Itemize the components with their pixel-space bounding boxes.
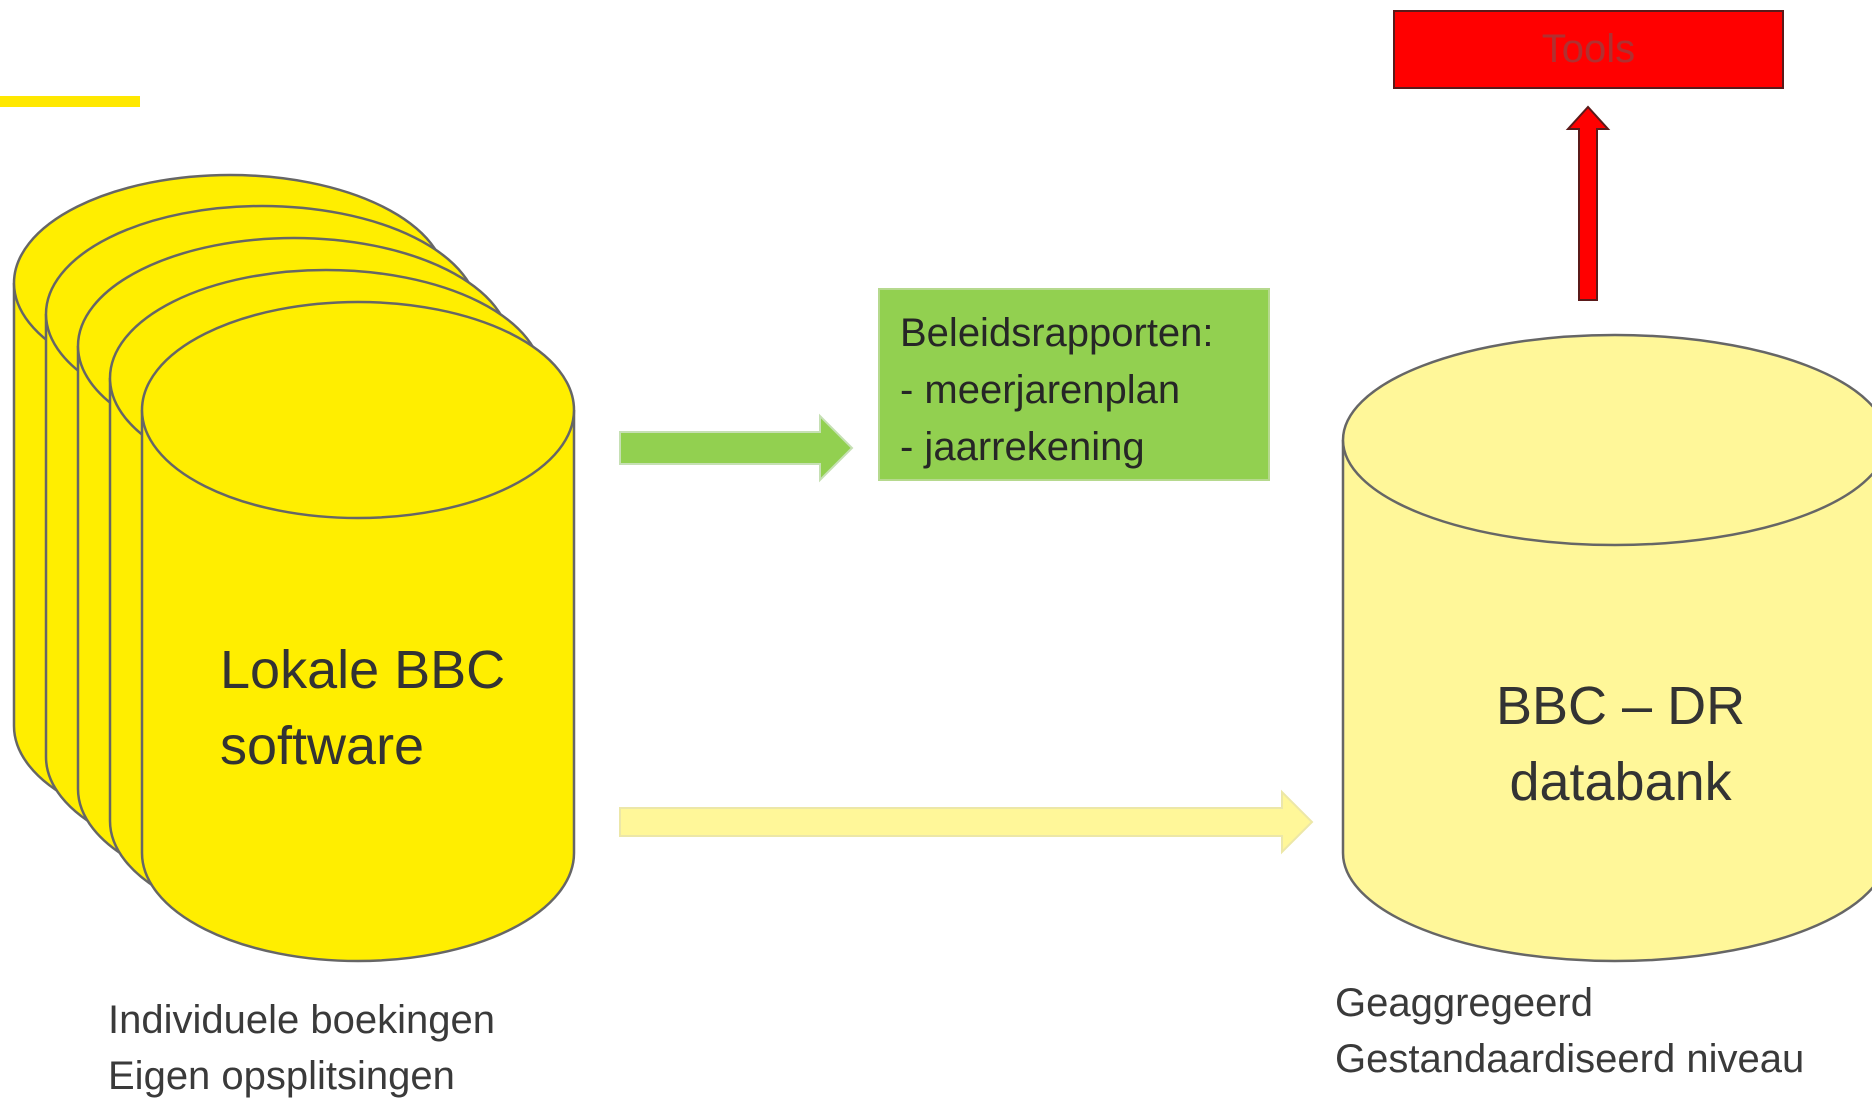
tools-label: Tools <box>1541 27 1636 71</box>
databank-caption-line2: Gestandaardiseerd niveau <box>1335 1037 1805 1081</box>
databank-label: BBC – DR databank <box>1496 668 1745 820</box>
tools-arrow <box>1565 105 1611 301</box>
beleidsrapporten-box: Beleidsrapporten: - meerjarenplan - jaar… <box>878 288 1270 481</box>
local-caption-line1: Individuele boekingen <box>108 998 495 1042</box>
beleidsrapporten-title: Beleidsrapporten: <box>900 311 1214 355</box>
local-database-stack <box>12 173 576 963</box>
report-arrow <box>619 413 854 483</box>
local-cylinder-5 <box>140 300 576 963</box>
tools-box: Tools <box>1393 10 1784 89</box>
local-database-label: Lokale BBC software <box>220 632 505 784</box>
local-database-label-line1: Lokale BBC <box>220 640 506 700</box>
databank-label-line2: databank <box>1509 752 1732 812</box>
beleidsrapporten-item-meerjarenplan: - meerjarenplan <box>900 368 1181 412</box>
local-database-label-line2: software <box>220 716 425 776</box>
databank-cylinder <box>1341 333 1872 963</box>
databank-caption: Geaggregeerd Gestandaardiseerd niveau <box>1335 975 1804 1087</box>
local-database-caption: Individuele boekingen Eigen opsplitsinge… <box>108 992 495 1104</box>
beleidsrapporten-item-jaarrekening: - jaarrekening <box>900 425 1145 469</box>
local-caption-line2: Eigen opsplitsingen <box>108 1054 455 1098</box>
data-flow-arrow <box>619 789 1314 855</box>
databank-caption-line1: Geaggregeerd <box>1335 981 1593 1025</box>
accent-bar <box>0 96 140 107</box>
databank-label-line1: BBC – DR <box>1496 676 1746 736</box>
